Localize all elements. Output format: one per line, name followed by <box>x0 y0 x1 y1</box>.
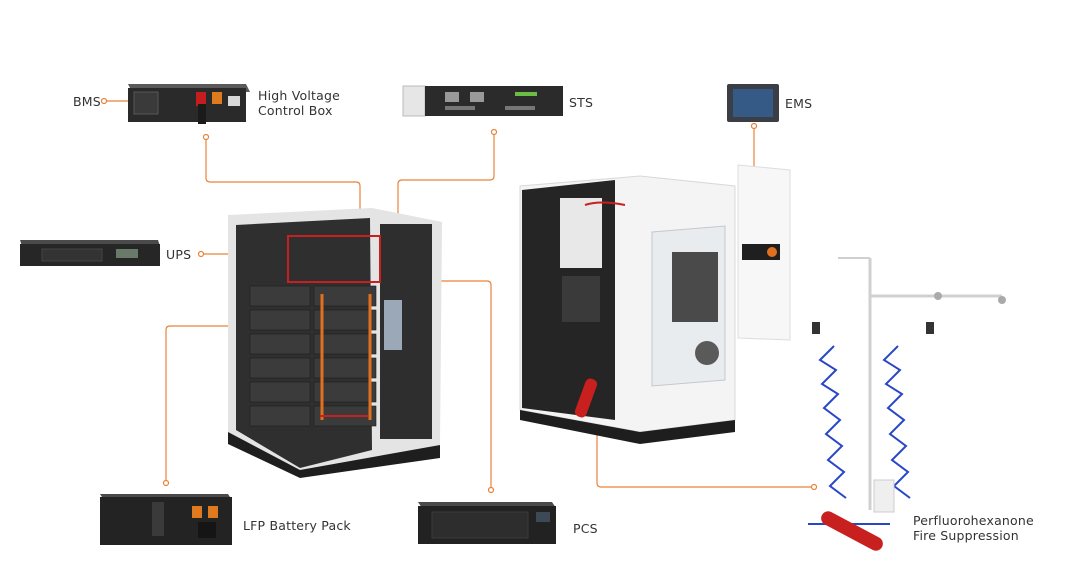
leader-lfp <box>165 325 306 483</box>
leader-dots <box>100 97 818 494</box>
label-pcs: PCS <box>573 521 598 536</box>
label-fire-suppression-line1: Perfluorohexanone <box>913 513 1034 528</box>
fire-suppression-image <box>808 257 1006 551</box>
ems-image <box>727 84 779 122</box>
ups-image <box>20 240 160 266</box>
label-sts: STS <box>569 95 594 110</box>
label-hv-control-box-line2: Control Box <box>258 103 333 118</box>
sts-image <box>402 85 563 117</box>
leader-hv-box <box>205 137 361 236</box>
hv-control-box-image <box>128 84 250 124</box>
leader-sts <box>397 132 495 250</box>
label-fire-suppression: Perfluorohexanone Fire Suppression <box>913 513 1034 543</box>
pcs-image <box>418 502 556 544</box>
battery-cabinet-image <box>228 208 442 478</box>
label-lfp-battery-pack: LFP Battery Pack <box>243 518 351 533</box>
label-ems: EMS <box>785 96 813 111</box>
label-ups: UPS <box>166 247 192 262</box>
label-hv-control-box-line1: High Voltage <box>258 88 340 103</box>
label-bms: BMS <box>73 94 101 109</box>
label-hv-control-box: High Voltage Control Box <box>258 88 340 118</box>
lfp-battery-pack-image <box>100 494 232 545</box>
integrated-cabinet-image <box>519 164 791 444</box>
leader-fire <box>596 412 814 488</box>
leader-pcs <box>414 280 492 490</box>
label-fire-suppression-line2: Fire Suppression <box>913 528 1019 543</box>
